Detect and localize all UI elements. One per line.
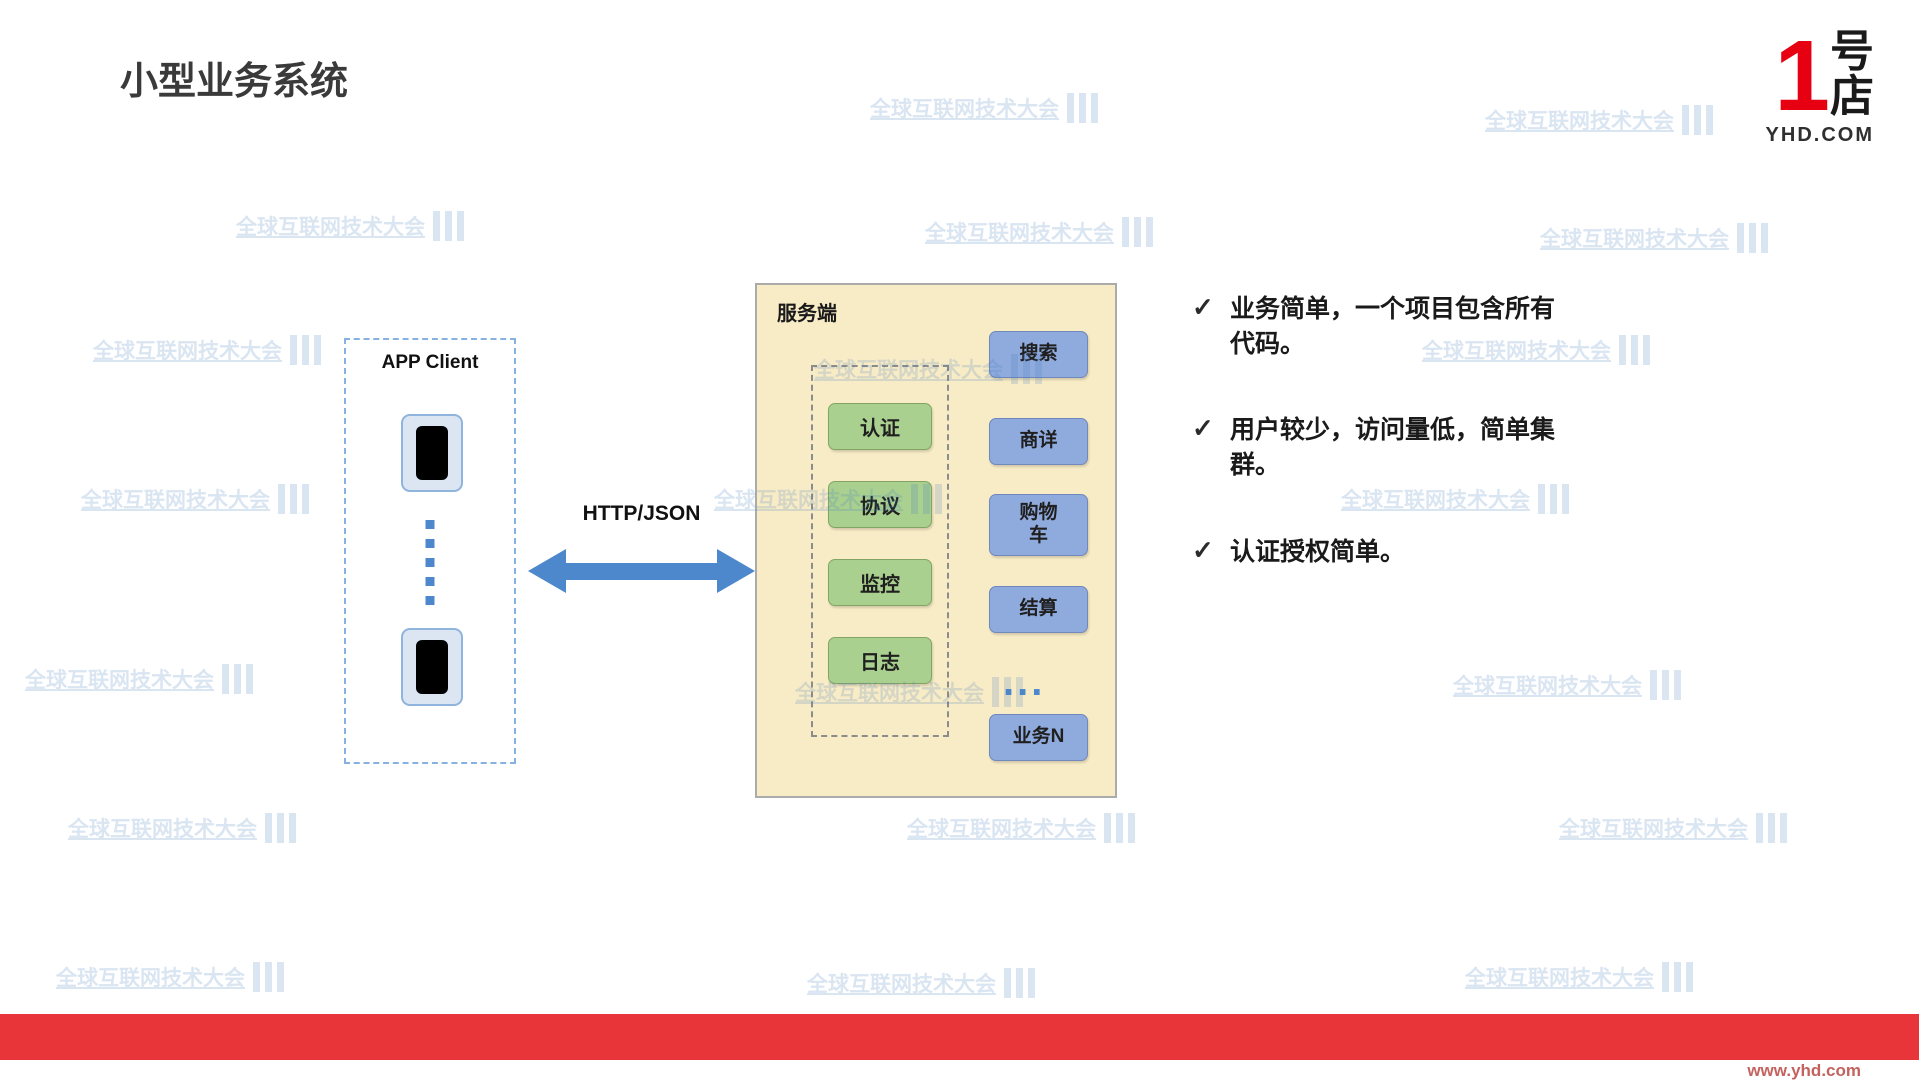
watermark: 全球互联网技术大会 bbox=[25, 664, 258, 694]
watermark: 全球互联网技术大会 bbox=[907, 813, 1140, 843]
watermark-text: 全球互联网技术大会 bbox=[81, 489, 270, 512]
watermark-text: 全球互联网技术大会 bbox=[1540, 228, 1729, 251]
watermark-logo-icon bbox=[1122, 217, 1158, 247]
watermark-text: 全球互联网技术大会 bbox=[907, 818, 1096, 841]
watermark: 全球互联网技术大会 bbox=[1341, 484, 1574, 514]
watermark-text: 全球互联网技术大会 bbox=[56, 967, 245, 990]
watermark: 全球互联网技术大会 bbox=[807, 968, 1040, 998]
check-icon: ✓ bbox=[1192, 535, 1214, 565]
watermark: 全球互联网技术大会 bbox=[925, 217, 1158, 247]
watermark: 全球互联网技术大会 bbox=[1559, 813, 1792, 843]
watermark-logo-icon bbox=[1067, 93, 1103, 123]
check-icon: ✓ bbox=[1192, 292, 1214, 322]
bullet-item: ✓ 认证授权简单。 bbox=[1192, 535, 1562, 570]
watermark-logo-icon bbox=[1650, 670, 1686, 700]
watermark: 全球互联网技术大会 bbox=[68, 813, 301, 843]
watermark-logo-icon bbox=[253, 962, 289, 992]
module-search: 搜索 bbox=[989, 331, 1088, 378]
watermark: 全球互联网技术大会 bbox=[56, 962, 289, 992]
watermark-logo-icon bbox=[278, 484, 314, 514]
bullet-item: ✓ 用户较少，访问量低，简单集群。 bbox=[1192, 413, 1562, 482]
watermark-text: 全球互联网技术大会 bbox=[1465, 967, 1654, 990]
watermark-logo-icon bbox=[1737, 223, 1773, 253]
module-log: 日志 bbox=[828, 637, 932, 684]
module-product-detail: 商详 bbox=[989, 418, 1088, 465]
module-protocol: 协议 bbox=[828, 481, 932, 528]
bullet-item: ✓ 业务简单，一个项目包含所有代码。 bbox=[1192, 292, 1562, 361]
phone-screen bbox=[416, 426, 448, 480]
watermark-text: 全球互联网技术大会 bbox=[1559, 818, 1748, 841]
watermark-logo-icon bbox=[433, 211, 469, 241]
phone-icon bbox=[401, 414, 463, 492]
watermark-logo-icon bbox=[1104, 813, 1140, 843]
watermark-logo-icon bbox=[265, 813, 301, 843]
watermark: 全球互联网技术大会 bbox=[1485, 105, 1718, 135]
phone-icon bbox=[401, 628, 463, 706]
vertical-dots-icon bbox=[425, 520, 435, 605]
watermark-logo-icon bbox=[1662, 962, 1698, 992]
watermark-text: 全球互联网技术大会 bbox=[1453, 675, 1642, 698]
logo-characters: 号 店 bbox=[1830, 27, 1874, 121]
logo-domain-text: YHD.COM bbox=[1765, 124, 1874, 146]
footer-bar bbox=[0, 1014, 1919, 1060]
watermark: 全球互联网技术大会 bbox=[93, 335, 326, 365]
arrow-bar bbox=[566, 562, 717, 580]
logo-char-bottom: 店 bbox=[1830, 71, 1874, 121]
watermark-text: 全球互联网技术大会 bbox=[25, 669, 214, 692]
module-business-n: 业务N bbox=[989, 714, 1088, 761]
watermark-text: 全球互联网技术大会 bbox=[68, 818, 257, 841]
module-auth: 认证 bbox=[828, 403, 932, 450]
watermark: 全球互联网技术大会 bbox=[1465, 962, 1698, 992]
watermark-text: 全球互联网技术大会 bbox=[1485, 110, 1674, 133]
watermark-text: 全球互联网技术大会 bbox=[1341, 489, 1530, 512]
watermark-text: 全球互联网技术大会 bbox=[807, 973, 996, 996]
watermark-text: 全球互联网技术大会 bbox=[93, 340, 282, 363]
http-json-label: HTTP/JSON bbox=[582, 502, 701, 525]
double-arrow-icon bbox=[528, 549, 755, 593]
watermark-logo-icon bbox=[1619, 335, 1655, 365]
watermark: 全球互联网技术大会 bbox=[81, 484, 314, 514]
server-label: 服务端 bbox=[777, 303, 837, 325]
watermark-logo-icon bbox=[1756, 813, 1792, 843]
footer-url: www.yhd.com bbox=[1747, 1061, 1861, 1080]
yhd-logo: 1 号 店 YHD.COM bbox=[1765, 20, 1874, 147]
watermark-text: 全球互联网技术大会 bbox=[236, 216, 425, 239]
watermark: 全球互联网技术大会 bbox=[1453, 670, 1686, 700]
app-client-label: APP Client bbox=[381, 352, 479, 373]
watermark-logo-icon bbox=[1682, 105, 1718, 135]
module-cart-label: 购物车 bbox=[1019, 502, 1058, 546]
logo-char-top: 号 bbox=[1830, 27, 1874, 76]
watermark-logo-icon bbox=[1538, 484, 1574, 514]
yhd-logo-mark: 1 号 店 bbox=[1774, 20, 1874, 132]
logo-number: 1 bbox=[1774, 20, 1830, 132]
module-monitor: 监控 bbox=[828, 559, 932, 606]
watermark-text: 全球互联网技术大会 bbox=[925, 222, 1114, 245]
watermark: 全球互联网技术大会 bbox=[236, 211, 469, 241]
module-checkout: 结算 bbox=[989, 586, 1088, 633]
watermark-logo-icon bbox=[1004, 968, 1040, 998]
watermark-text: 全球互联网技术大会 bbox=[870, 98, 1059, 121]
watermark-logo-icon bbox=[222, 664, 258, 694]
bullet-text: 业务简单，一个项目包含所有代码。 bbox=[1230, 295, 1556, 358]
app-client-box: APP Client bbox=[344, 338, 516, 764]
phone-screen bbox=[416, 640, 448, 694]
arrow-head-left bbox=[528, 549, 566, 593]
server-box: 服务端 认证 协议 监控 日志 搜索 商详 购物车 结算 ... 业务N bbox=[755, 283, 1117, 798]
bullet-text: 用户较少，访问量低，简单集群。 bbox=[1230, 416, 1556, 479]
ellipsis-dots: ... bbox=[1003, 660, 1046, 704]
module-cart: 购物车 bbox=[989, 494, 1088, 556]
bullet-text: 认证授权简单。 bbox=[1230, 538, 1406, 566]
page-title: 小型业务系统 bbox=[120, 61, 349, 103]
check-icon: ✓ bbox=[1192, 413, 1214, 443]
arrow-head-right bbox=[717, 549, 755, 593]
watermark: 全球互联网技术大会 bbox=[1540, 223, 1773, 253]
watermark: 全球互联网技术大会 bbox=[870, 93, 1103, 123]
watermark-logo-icon bbox=[290, 335, 326, 365]
infra-group-box: 认证 协议 监控 日志 bbox=[811, 365, 949, 737]
